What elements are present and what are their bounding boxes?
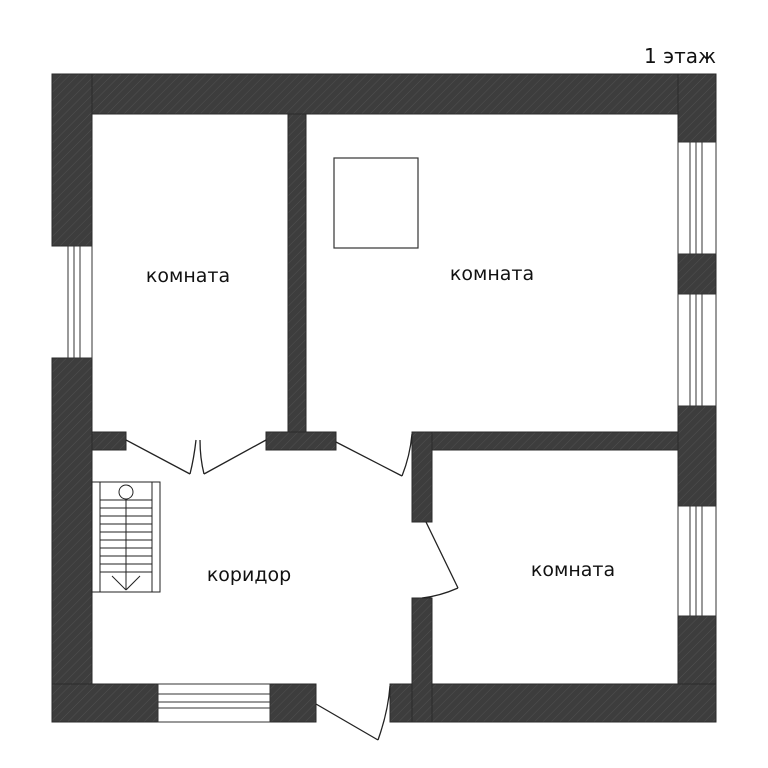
door-right-room <box>421 521 459 599</box>
window-bottom <box>157 683 271 723</box>
door-entrance <box>315 685 391 741</box>
wall-right-2 <box>677 253 717 295</box>
door-left-room <box>125 439 267 475</box>
wall-partition-right <box>411 431 679 451</box>
wall-left-lower <box>51 357 93 723</box>
wall-right-3 <box>677 405 717 507</box>
window-left <box>67 245 93 359</box>
wall-corridor-right-upper <box>411 431 433 523</box>
doors <box>125 433 459 741</box>
window-right-2 <box>677 293 717 407</box>
wall-top <box>51 73 717 115</box>
door-big-room <box>335 433 413 477</box>
wall-right-1 <box>677 73 717 143</box>
wall-interior-vertical <box>287 113 307 433</box>
wall-left-upper <box>51 73 93 247</box>
room-label-right: комната <box>531 559 615 581</box>
wall-bottom-1 <box>51 683 159 723</box>
staircase <box>91 481 161 593</box>
wall-corridor-right-lower <box>411 597 433 723</box>
wall-bottom-3 <box>389 683 717 723</box>
floor-hatch-square <box>333 157 419 249</box>
windows <box>67 141 717 723</box>
room-label-left: комната <box>146 265 230 287</box>
walls <box>51 73 717 723</box>
wall-partition-mid <box>265 431 337 451</box>
wall-bottom-2 <box>269 683 317 723</box>
room-label-big: комната <box>450 263 534 285</box>
window-right-3 <box>677 505 717 617</box>
floor-label: 1 этаж <box>644 44 716 68</box>
wall-partition-left <box>91 431 127 451</box>
room-label-corridor: коридор <box>207 564 291 586</box>
window-right-1 <box>677 141 717 255</box>
